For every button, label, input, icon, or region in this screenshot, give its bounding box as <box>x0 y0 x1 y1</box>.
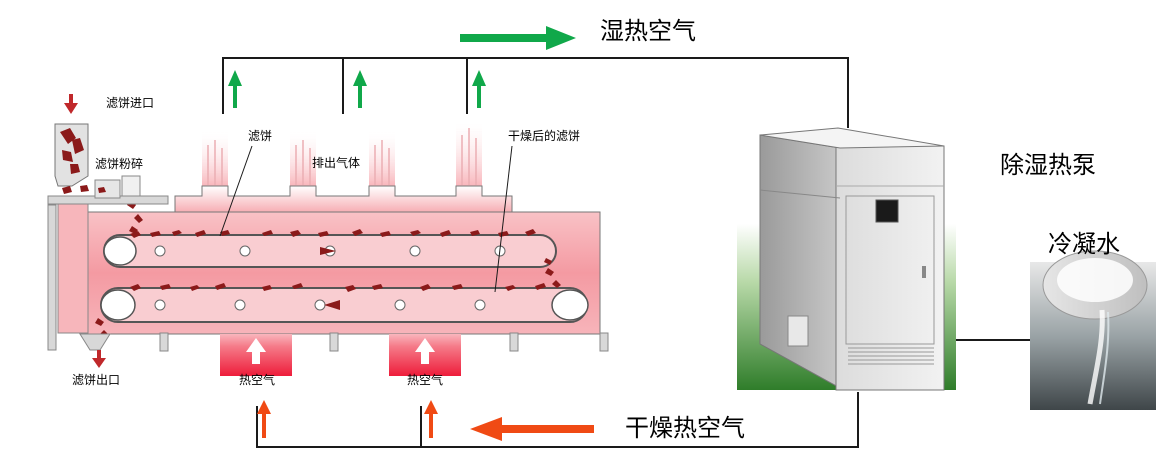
dehumidify-heat-pump-unit <box>737 127 956 391</box>
filter-cake-label: 滤饼 <box>248 129 273 143</box>
humid-air-return-pipe <box>222 57 849 128</box>
dry-air-supply-pipe <box>256 339 1032 448</box>
filter-cake-outlet-label: 滤饼出口 <box>72 373 121 387</box>
dehumidify-heat-pump-label: 除湿热泵 <box>1000 151 1096 179</box>
dryer-machine <box>47 185 609 376</box>
feed-hopper <box>54 123 89 187</box>
inlet-arrow <box>64 94 78 114</box>
filter-cake-inlet-label: 滤饼进口 <box>106 96 155 110</box>
exhaust-plume <box>202 122 482 187</box>
dry-air-flow-arrow <box>470 417 594 441</box>
humid-hot-air-label: 湿热空气 <box>600 17 696 45</box>
humid-air-flow-arrow <box>460 26 576 50</box>
outlet-arrow <box>79 333 111 368</box>
dry-hot-air-label: 干燥热空气 <box>625 414 745 442</box>
hot-air-label-1: 热空气 <box>239 373 276 387</box>
hot-air-label-2: 热空气 <box>407 373 444 387</box>
rising-air-arrow <box>228 70 486 108</box>
condensate-water-label: 冷凝水 <box>1048 230 1120 258</box>
dried-filter-cake-label: 干燥后的滤饼 <box>508 129 581 143</box>
exhaust-gas-label: 排出气体 <box>312 156 361 170</box>
filter-cake-crushing-label: 滤饼粉碎 <box>95 157 144 171</box>
condensate-water-photo <box>1030 250 1156 410</box>
label-pointer-line <box>219 145 513 293</box>
crusher-unit <box>47 175 169 205</box>
hot-air-inlet-arrow <box>257 400 438 438</box>
